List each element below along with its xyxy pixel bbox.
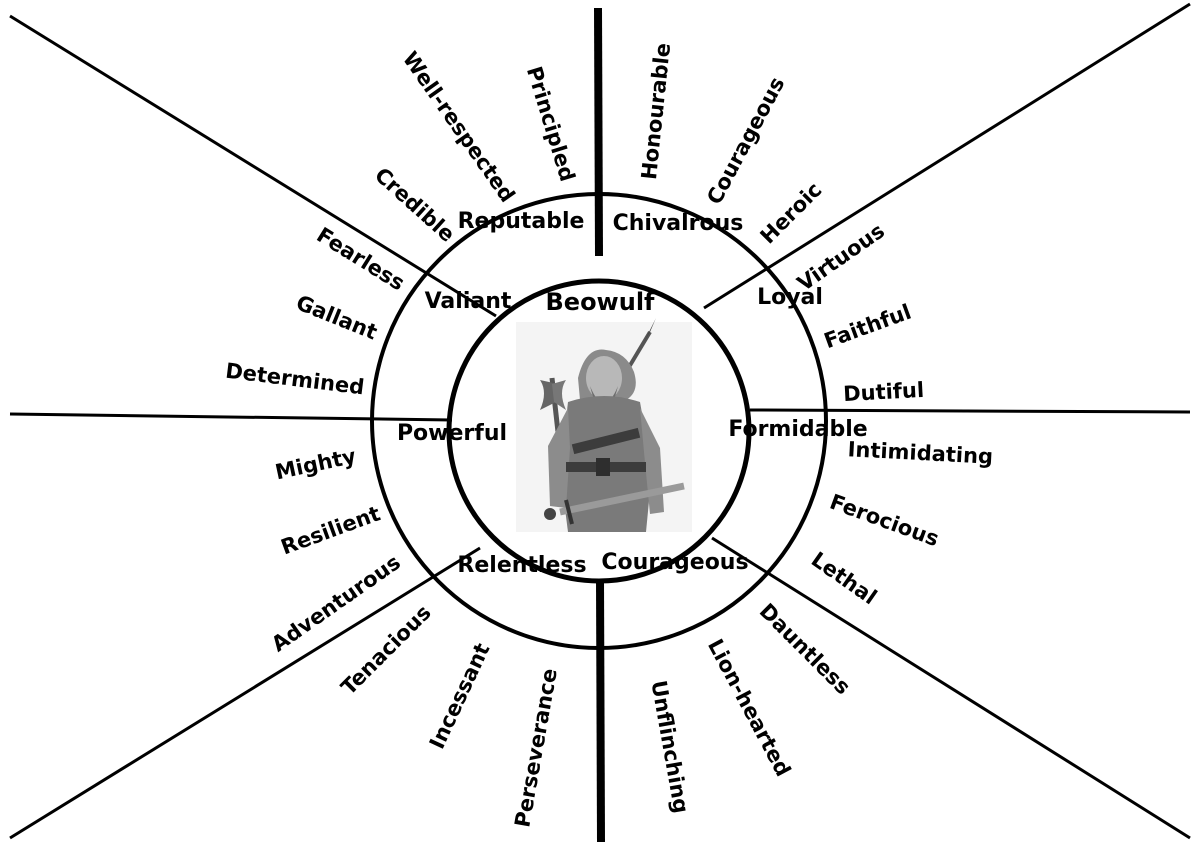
word-credible: Credible [370,163,459,247]
warrior-image [516,318,692,532]
word-lethal: Lethal [807,547,881,609]
word-perseverance: Perseverance [510,667,562,830]
spoke-top [594,7,603,257]
spoke-top-left [9,14,497,318]
spoke-left [9,412,453,422]
middle-label-reputable: Reputable [458,209,585,234]
word-tenacious: Tenacious [336,600,435,699]
spoke-bottom-right [711,536,1191,840]
spoke-bottom [596,579,605,843]
word-dauntless: Dauntless [755,599,855,699]
middle-label-valiant: Valiant [425,289,512,314]
word-ferocious: Ferocious [827,490,942,552]
word-honourable: Honourable [637,42,675,181]
spoke-right [749,408,1191,414]
word-courageous-outer: Courageous [702,73,789,208]
spoke-top-right [703,2,1191,310]
outer-ring [370,192,828,650]
middle-label-formidable: Formidable [728,417,867,442]
word-dutiful: Dutiful [843,378,925,406]
middle-label-powerful: Powerful [397,421,507,446]
word-virtuous: Virtuous [793,219,889,296]
word-lion-hearted: Lion-hearted [703,635,795,780]
word-faithful: Faithful [821,300,915,354]
middle-label-relentless: Relentless [457,553,586,578]
center-title: Beowulf [546,288,656,316]
word-principled: Principled [522,64,580,185]
word-determined: Determined [224,359,366,400]
word-gallant: Gallant [293,290,381,344]
spoke-bottom-left [9,546,481,840]
word-well-respected: Well-respected [398,47,520,206]
word-mighty: Mighty [273,444,358,485]
middle-label-loyal: Loyal [757,285,823,310]
word-unflinching: Unflinching [646,679,693,815]
word-incessant: Incessant [425,639,495,752]
middle-label-courageous: Courageous [601,550,748,575]
word-intimidating: Intimidating [847,437,994,469]
inner-ring [446,278,752,584]
word-resilient: Resilient [278,501,384,559]
middle-label-chivalrous: Chivalrous [613,211,744,236]
